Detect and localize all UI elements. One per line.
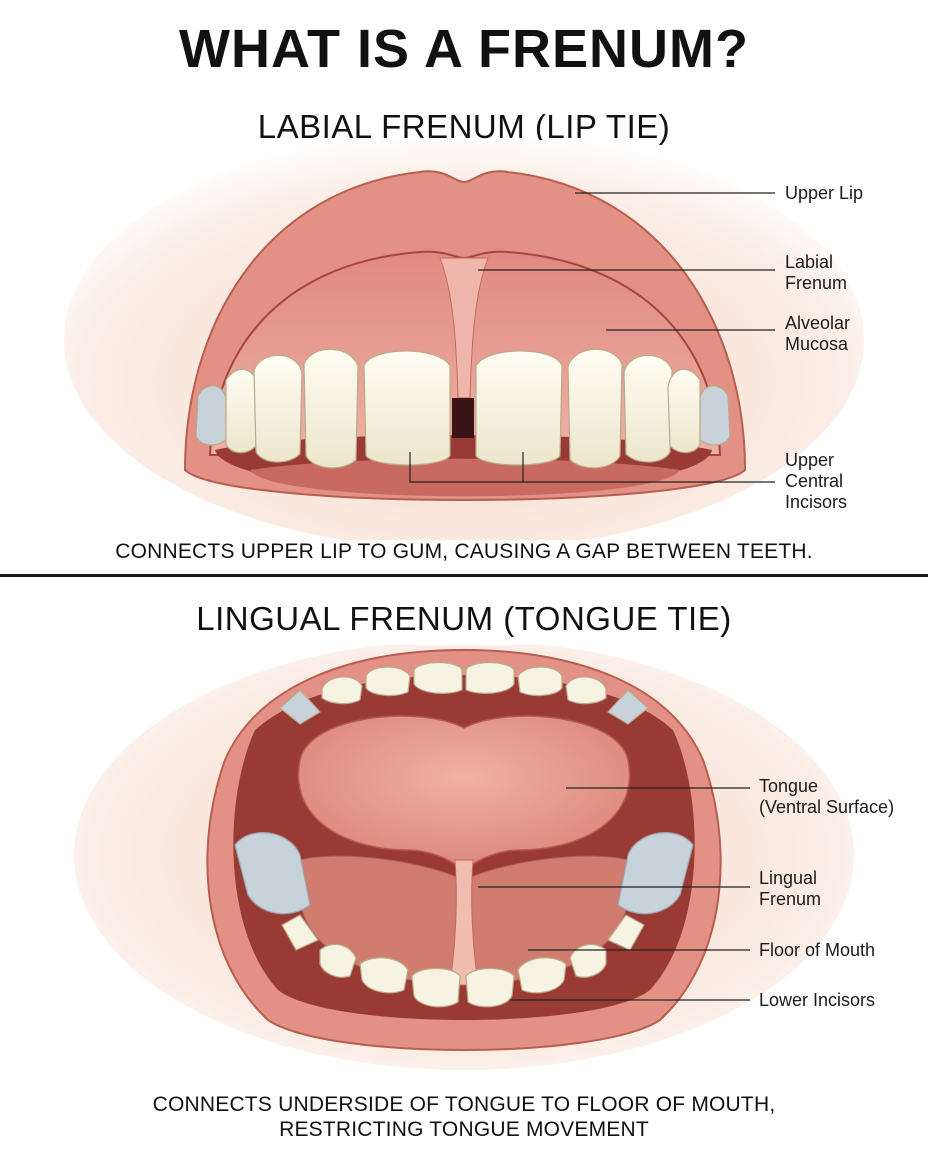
labial-heading: LABIAL FRENUM (LIP TIE) <box>257 108 671 145</box>
section-divider <box>0 574 928 577</box>
label-labial-frenum-line1: Labial <box>785 252 834 272</box>
upper-tooth-3 <box>365 666 411 697</box>
lower-tooth-6 <box>517 957 567 994</box>
tooth-left-premolar <box>253 354 303 463</box>
lower-tooth-4 <box>411 967 461 1008</box>
label-incisors-line3: Incisors <box>785 492 848 512</box>
page-title: WHAT IS A FRENUM? <box>179 19 749 79</box>
label-alveolar-mucosa: Alveolar Mucosa <box>785 313 850 355</box>
tooth-right-canine-2 <box>667 368 701 454</box>
lower-molar-right <box>617 832 694 915</box>
label-lingual-frenum-line2: Frenum <box>759 889 822 909</box>
upper-tooth-8 <box>607 689 649 725</box>
label-tongue-line1: Tongue <box>759 776 819 796</box>
label-upper-lip: Upper Lip <box>785 183 864 203</box>
tongue-shape <box>297 715 631 871</box>
lingual-caption-line2: RESTRICTING TONGUE MOVEMENT <box>279 1118 649 1141</box>
lower-molar-left <box>234 832 311 915</box>
lower-tooth-3 <box>359 957 409 994</box>
lingual-illustration <box>74 645 854 1070</box>
lower-tooth-1 <box>281 914 319 951</box>
tooth-left-central <box>363 350 451 466</box>
labial-caption: CONNECTS UPPER LIP TO GUM, CAUSING A GAP… <box>115 540 813 563</box>
label-lingual-frenum-line1: Lingual <box>759 868 818 888</box>
label-tongue: Tongue (Ventral Surface) <box>759 776 894 818</box>
tooth-left-canine-2 <box>225 368 259 454</box>
tooth-right-premolar <box>623 354 673 463</box>
lingual-caption: CONNECTS UNDERSIDE OF TONGUE TO FLOOR OF… <box>0 1092 928 1142</box>
label-labial-frenum-line2: Frenum <box>785 273 848 293</box>
lingual-caption-line1: CONNECTS UNDERSIDE OF TONGUE TO FLOOR OF… <box>152 1093 776 1116</box>
lower-tooth-7 <box>569 943 607 978</box>
label-alveolar-line1: Alveolar <box>785 313 851 333</box>
label-incisors-line2: Central <box>785 471 844 491</box>
tooth-right-molar <box>699 385 731 446</box>
tooth-right-lateral <box>567 348 623 469</box>
label-incisors-line1: Upper <box>785 450 835 470</box>
label-alveolar-line2: Mucosa <box>785 334 849 354</box>
label-floor-of-mouth: Floor of Mouth <box>759 940 876 960</box>
label-lower-incisors: Lower Incisors <box>759 990 876 1010</box>
label-tongue-line2: (Ventral Surface) <box>759 797 895 817</box>
upper-tooth-1 <box>279 689 321 725</box>
label-lingual-frenum: Lingual Frenum <box>759 868 821 910</box>
upper-tooth-4 <box>413 661 463 694</box>
lower-tooth-5 <box>465 967 515 1008</box>
label-labial-frenum: Labial Frenum <box>785 252 847 294</box>
lower-tooth-8 <box>607 914 645 951</box>
tooth-left-lateral <box>303 348 359 469</box>
upper-tooth-5 <box>465 661 515 694</box>
upper-tooth-2 <box>321 676 363 705</box>
label-upper-central-incisors: Upper Central Incisors <box>785 450 847 513</box>
tooth-left-molar <box>195 385 227 446</box>
upper-tooth-6 <box>517 666 563 697</box>
tooth-right-central <box>475 350 563 466</box>
labial-illustration <box>64 140 864 540</box>
lower-tooth-2 <box>319 943 357 978</box>
upper-tooth-7 <box>565 676 607 705</box>
lingual-heading: LINGUAL FRENUM (TONGUE TIE) <box>196 600 732 637</box>
